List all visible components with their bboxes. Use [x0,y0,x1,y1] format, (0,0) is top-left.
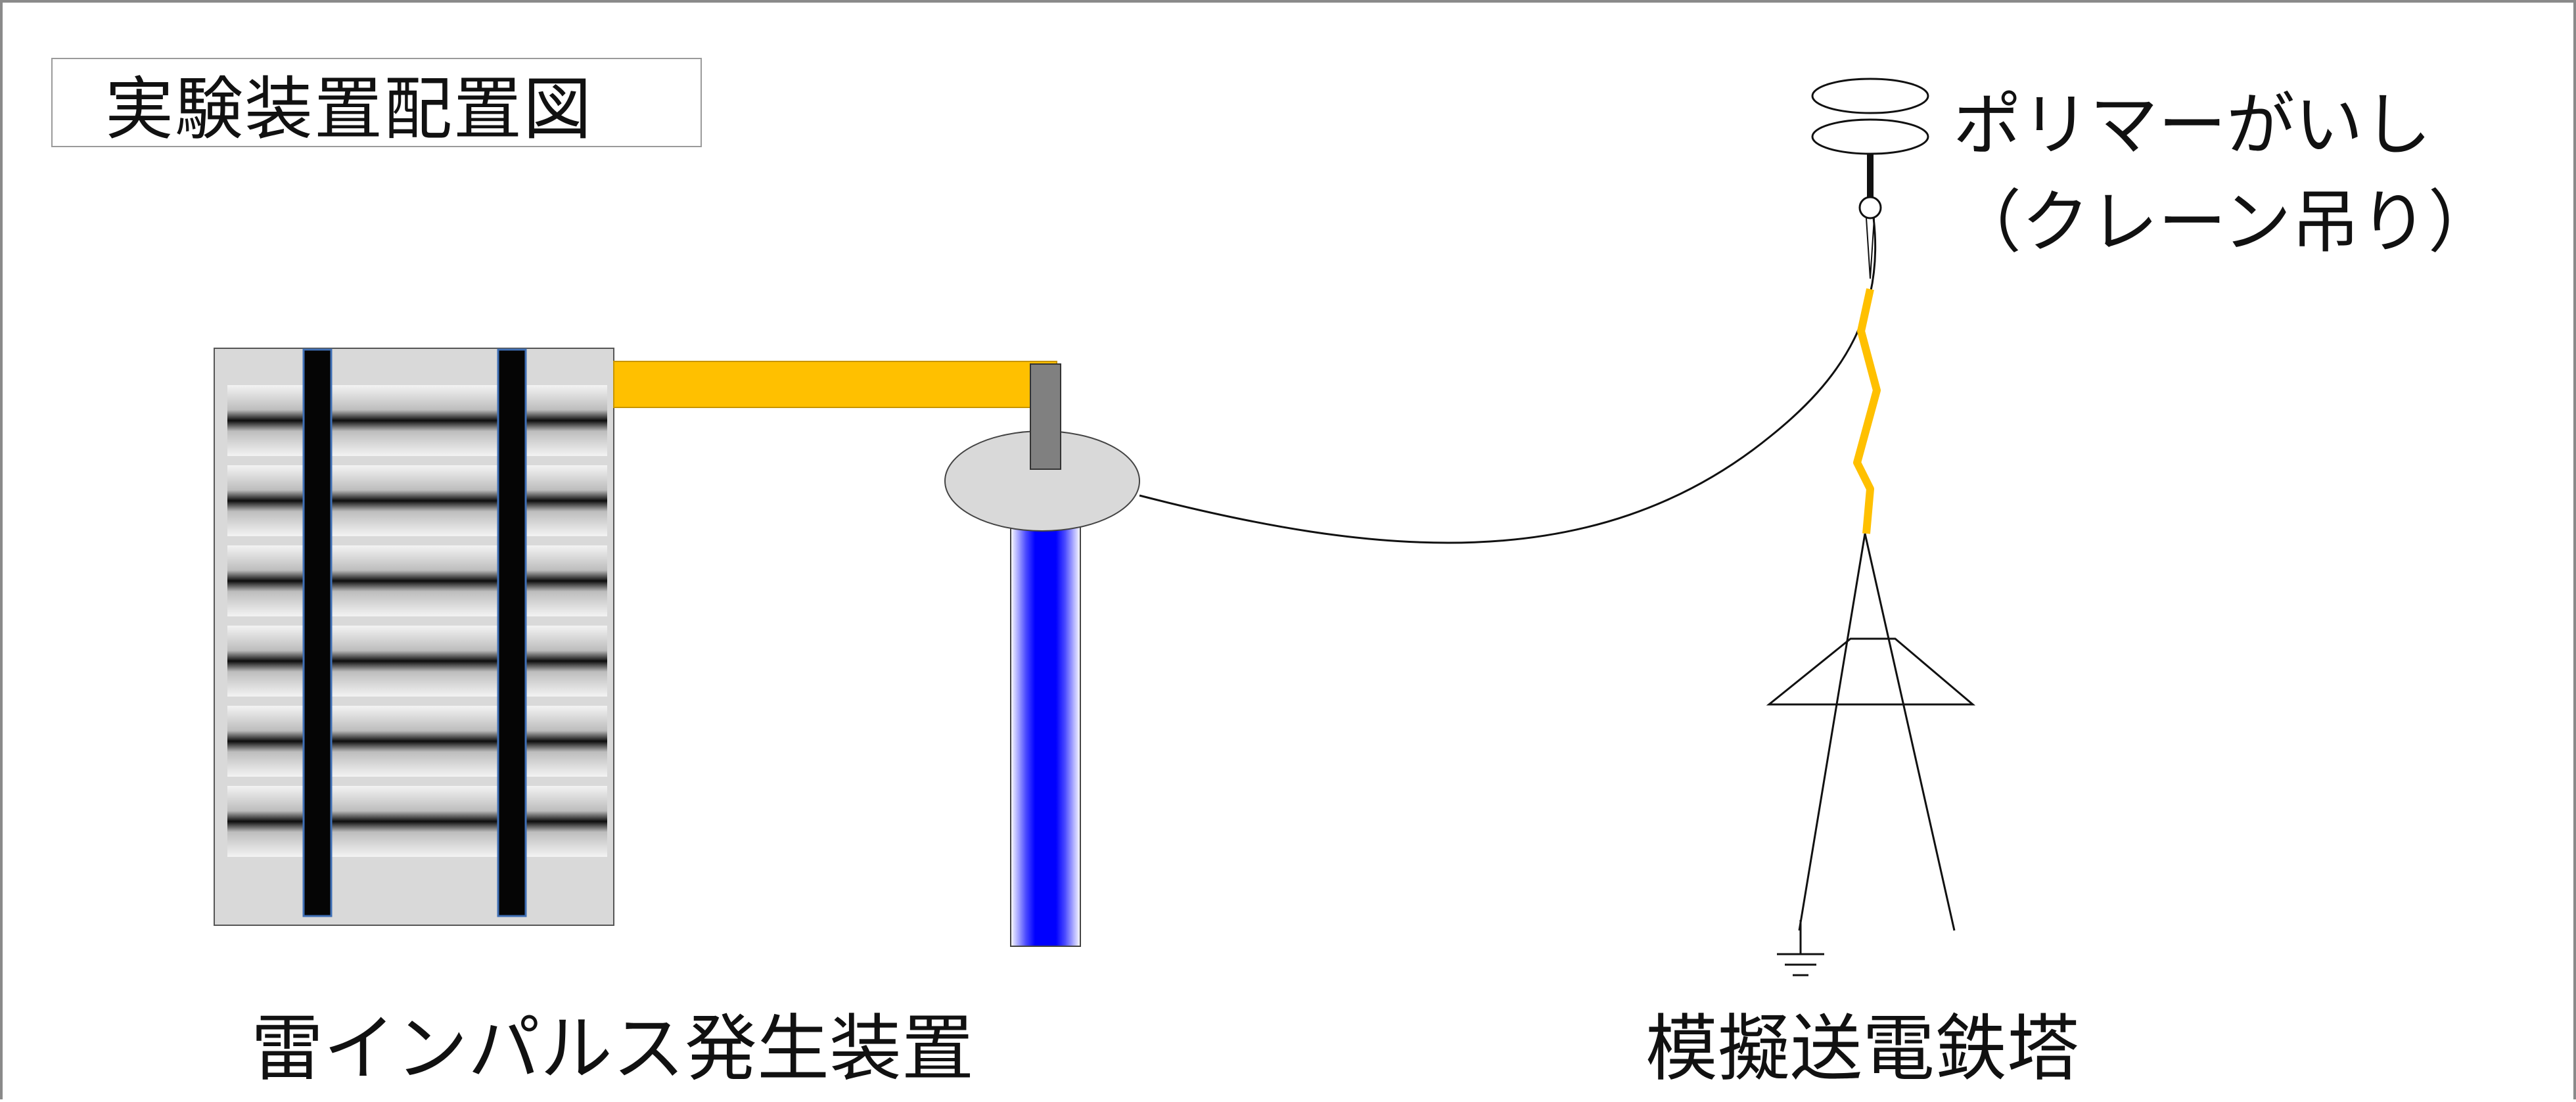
generator-pillar-right [497,348,527,917]
tower-crossarm [1766,637,1976,706]
generator-pillar-left [302,348,333,917]
divider-column [944,363,1140,947]
insulator-shed-upper [1811,78,1929,114]
insulator-shed-lower [1811,118,1929,155]
polymer-insulator [1811,78,1929,279]
column-body [1010,511,1081,947]
insulator-label: ポリマーがいし （クレーン吊り） [1953,76,2496,271]
impulse-generator [214,348,614,926]
page-title-text: 実験装置配置図 [105,68,593,149]
insulator-label-line1: ポリマーがいし [1953,85,2432,165]
insulator-label-line2: （クレーン吊り） [1953,182,2496,262]
connection-wire [1139,190,1877,544]
gap-electrode [1866,218,1875,279]
ground-symbol-icon [1777,920,1824,976]
layout-diagram [214,78,1976,976]
lightning-zigzag-icon [1853,288,1881,534]
tower-label: 模擬送電鉄塔 [1645,1007,2079,1091]
transmission-tower [1766,533,1976,931]
page-title: 実験装置配置図 [51,58,702,149]
insulator-ring [1858,196,1882,219]
terminal-block [1030,363,1061,470]
generator-label: 雷インパルス発生装置 [251,1007,974,1091]
lead-bar [613,361,1057,408]
generator-stages [227,385,607,857]
